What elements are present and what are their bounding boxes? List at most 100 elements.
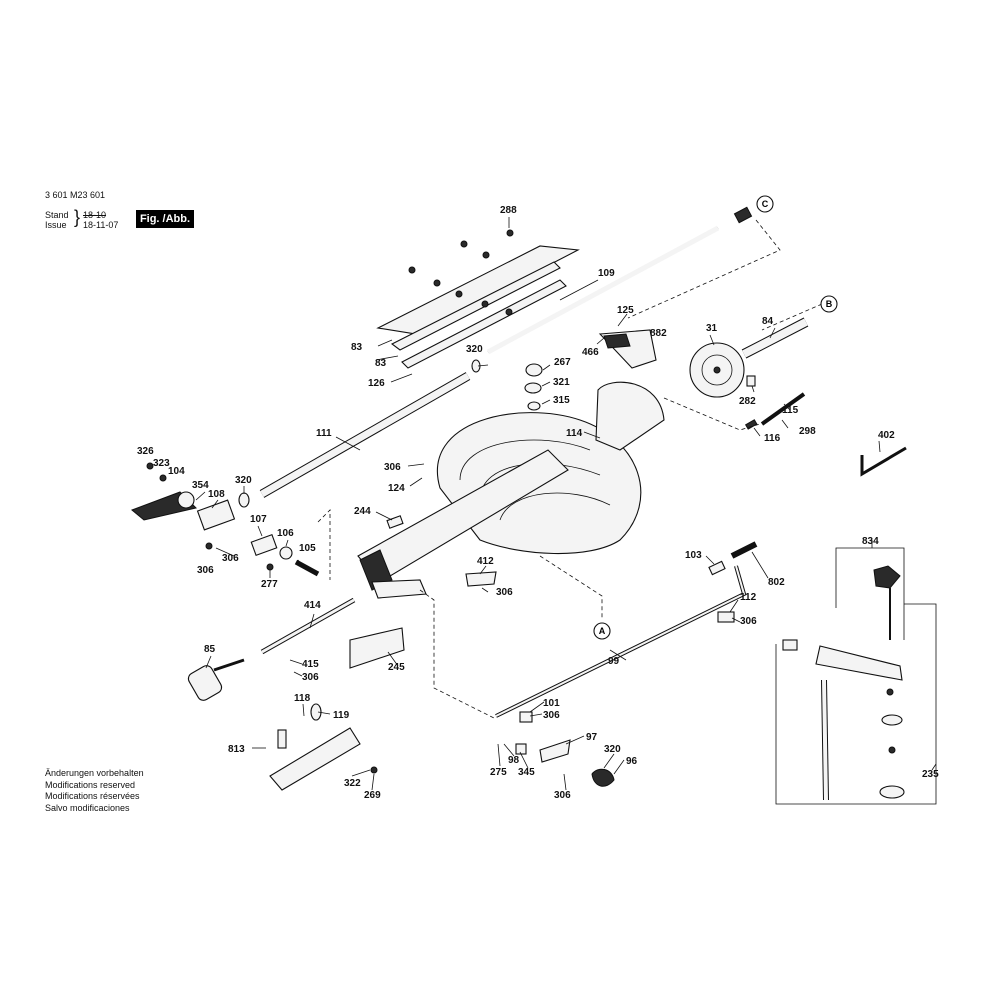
- nut-stack: [524, 363, 543, 411]
- label-306-left-a: 306: [222, 553, 239, 564]
- label-245: 245: [388, 662, 405, 673]
- label-354: 354: [192, 480, 209, 491]
- label-244: [386, 515, 404, 529]
- label-402: 402: [878, 430, 895, 441]
- label-321: 321: [553, 377, 570, 388]
- label-412: 412: [477, 556, 494, 567]
- label-414: 414: [304, 600, 321, 611]
- label-235: 235: [922, 769, 939, 780]
- label-112: 112: [740, 592, 757, 603]
- pin-802: [730, 541, 758, 559]
- hex-key-402: [860, 446, 907, 477]
- screws-288: [408, 229, 514, 316]
- label-96: 96: [626, 756, 638, 767]
- label-31: 31: [706, 323, 718, 334]
- bar-99: [495, 565, 747, 718]
- clip-112: [717, 611, 735, 623]
- label-320-left: 320: [235, 475, 252, 486]
- label-107: 107: [250, 514, 267, 525]
- washer-320-left: [238, 492, 250, 508]
- part-number: 3 601 M23 601: [45, 190, 106, 200]
- label-244: 244: [354, 506, 371, 517]
- label-834: 834: [862, 536, 879, 547]
- bracket-line-834: [775, 547, 937, 805]
- label-126: 126: [368, 378, 385, 389]
- svg-text:C: C: [762, 199, 769, 209]
- ref-marker-b: B: [820, 295, 838, 313]
- label-85: 85: [204, 644, 216, 655]
- label-105: 105: [299, 543, 316, 554]
- note-fr: Modifications réservées: [45, 791, 140, 801]
- label-306-112: 306: [740, 616, 757, 627]
- spring-103: [708, 560, 726, 576]
- label-84: 84: [762, 316, 774, 327]
- label-282: 282: [739, 396, 756, 407]
- label-99: 99: [608, 656, 620, 667]
- label-306-base: 306: [384, 462, 401, 473]
- stand-label: Stand: [45, 210, 69, 220]
- notes-block: Änderungen vorbehalten Modifications res…: [45, 768, 144, 814]
- connector-b: [761, 303, 823, 331]
- label-277: 277: [261, 579, 278, 590]
- issue-label: Issue: [45, 220, 67, 230]
- ref-marker-c: C: [756, 195, 774, 213]
- rod-111: [259, 372, 471, 498]
- label-323: 323: [153, 458, 170, 469]
- note-es: Salvo modificaciones: [45, 802, 130, 813]
- label-118: 118: [294, 693, 311, 704]
- label-109: 109: [598, 268, 615, 279]
- label-320-top: 320: [466, 344, 483, 355]
- handle-104: [131, 462, 197, 521]
- connector-c: [627, 219, 781, 319]
- svg-text:B: B: [826, 299, 833, 309]
- clamp-834: [782, 565, 905, 801]
- svg-text:A: A: [599, 626, 606, 636]
- label-111: 111: [316, 428, 332, 439]
- label-108: 108: [208, 489, 225, 500]
- label-306-lower: 306: [554, 790, 571, 801]
- label-288: 288: [500, 205, 517, 216]
- label-97: 97: [586, 732, 598, 743]
- label-322: 322: [344, 778, 361, 789]
- label-119: 119: [333, 710, 350, 721]
- label-298: 298: [799, 426, 816, 437]
- figure-badge: Fig. /Abb. 2: [136, 210, 194, 243]
- rod-414: [260, 597, 356, 655]
- label-315: 315: [553, 395, 570, 406]
- connector-lower: [419, 589, 495, 719]
- label-882: 882: [650, 328, 667, 339]
- label-345: 345: [518, 767, 535, 778]
- label-114: 114: [566, 428, 583, 439]
- note-de: Änderungen vorbehalten: [45, 768, 144, 778]
- label-466: 466: [582, 347, 599, 358]
- clip-101: [519, 711, 533, 723]
- part-labels: 288 109 83 83 126 320 125 882 466 31 84 …: [137, 205, 939, 801]
- label-306-412: 306: [496, 587, 513, 598]
- stand-value: 18-10: [83, 210, 107, 220]
- rail-plate-upper: [376, 245, 580, 369]
- label-124: 124: [388, 483, 405, 494]
- screw-269: [370, 766, 378, 774]
- label-269: 269: [364, 790, 381, 801]
- label-101: 101: [543, 698, 560, 709]
- knob-85: [187, 658, 245, 701]
- brace: }: [74, 207, 81, 227]
- scale-plate-125: [598, 329, 657, 369]
- label-103: 103: [685, 550, 702, 561]
- parts-107-106-105: [205, 533, 320, 577]
- knob-96: [591, 768, 615, 787]
- connector-left: [317, 509, 331, 580]
- label-106: 106: [277, 528, 294, 539]
- label-320-lower: 320: [604, 744, 621, 755]
- ref-marker-a: A: [593, 622, 611, 640]
- label-275: 275: [490, 767, 507, 778]
- label-306-left-b: 306: [197, 565, 214, 576]
- label-104: 104: [168, 466, 185, 477]
- issue-value: 18-11-07: [83, 220, 119, 230]
- bracket-412: [465, 571, 497, 587]
- label-813: 813: [228, 744, 245, 755]
- part-345: [515, 743, 527, 755]
- small-parts-282-115: [744, 375, 806, 430]
- leader-lines: [195, 217, 937, 791]
- label-326: 326: [137, 446, 154, 457]
